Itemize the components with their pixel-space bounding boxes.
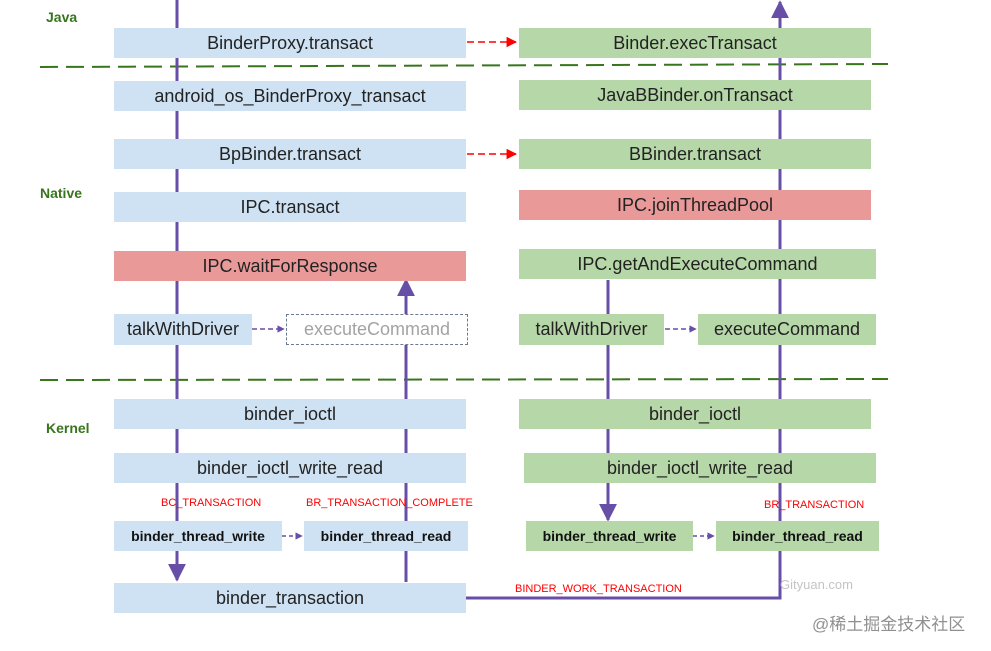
watermark-gityuan: Gityuan.com <box>780 577 853 592</box>
node-client-binder-ioctl: binder_ioctl <box>114 399 466 429</box>
node-client-talk-with-driver: talkWithDriver <box>114 314 252 345</box>
node-server-execute-command: executeCommand <box>698 314 876 345</box>
label-bc-transaction: BC_TRANSACTION <box>161 497 262 509</box>
node-bbinder-transact: BBinder.transact <box>519 139 871 169</box>
java-native-divider <box>39 63 889 68</box>
label-br-transaction-complete: BR_TRANSACTION_COMPLETE <box>306 497 473 509</box>
watermark-juejin: @稀土掘金技术社区 <box>812 615 966 634</box>
node-bpbinder-transact: BpBinder.transact <box>114 139 466 169</box>
node-server-talk-with-driver: talkWithDriver <box>519 314 664 345</box>
layer-label-java: Java <box>46 9 78 25</box>
node-server-binder-thread-write: binder_thread_write <box>526 521 693 551</box>
node-client-binder-thread-write: binder_thread_write <box>114 521 282 551</box>
node-client-execute-command: executeCommand <box>286 314 468 345</box>
node-binder-exec-transact: Binder.execTransact <box>519 28 871 58</box>
node-ipc-join-thread-pool: IPC.joinThreadPool <box>519 190 871 220</box>
node-client-binder-thread-read: binder_thread_read <box>304 521 468 551</box>
label-binder-work-transaction: BINDER_WORK_TRANSACTION <box>515 583 682 595</box>
node-javabbinder-on-transact: JavaBBinder.onTransact <box>519 80 871 110</box>
node-server-binder-ioctl: binder_ioctl <box>519 399 871 429</box>
node-ipc-wait-for-response: IPC.waitForResponse <box>114 251 466 281</box>
native-kernel-divider <box>39 378 889 381</box>
layer-label-native: Native <box>40 185 83 201</box>
node-binderproxy-transact: BinderProxy.transact <box>114 28 466 58</box>
layer-label-kernel: Kernel <box>46 420 90 436</box>
node-client-binder-ioctl-write-read: binder_ioctl_write_read <box>114 453 466 483</box>
node-android-os-binderproxy-transact: android_os_BinderProxy_transact <box>114 81 466 111</box>
node-ipc-transact: IPC.transact <box>114 192 466 222</box>
node-server-binder-ioctl-write-read: binder_ioctl_write_read <box>524 453 876 483</box>
node-ipc-get-and-execute-command: IPC.getAndExecuteCommand <box>519 249 876 279</box>
node-server-binder-thread-read: binder_thread_read <box>716 521 879 551</box>
label-br-transaction: BR_TRANSACTION <box>764 499 865 511</box>
node-binder-transaction: binder_transaction <box>114 583 466 613</box>
